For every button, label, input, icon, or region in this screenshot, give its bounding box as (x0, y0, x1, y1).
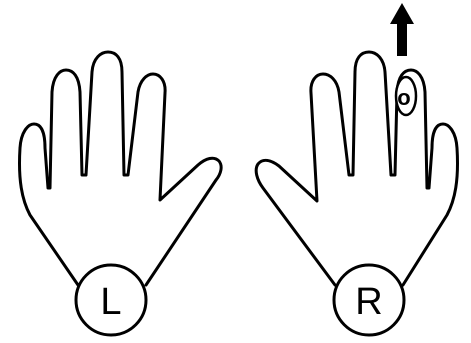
right-hand-outline (256, 52, 457, 285)
right-hand: o R (256, 52, 457, 335)
left-hand: L (19, 52, 221, 335)
arrow-up-icon (390, 3, 414, 56)
left-badge-label: L (100, 281, 121, 323)
right-badge-label: R (355, 281, 382, 323)
left-hand-outline (19, 52, 221, 285)
highlighted-key-label: o (397, 85, 410, 110)
